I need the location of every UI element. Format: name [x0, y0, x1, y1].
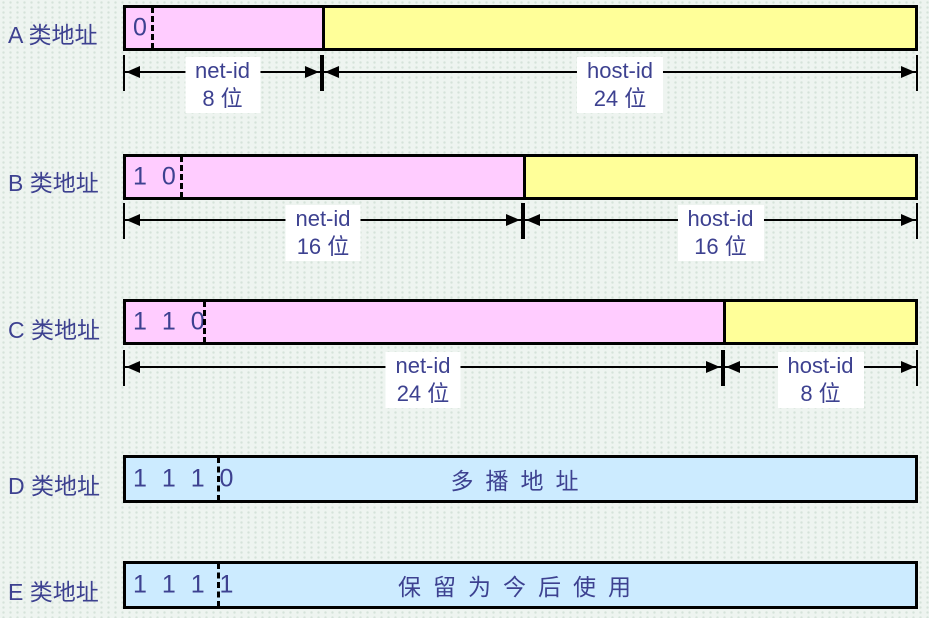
right-arrowhead-icon [901, 361, 915, 373]
measure-tick [723, 350, 725, 386]
class-c-netid-segment: 1 1 0 [126, 301, 726, 343]
class-d-body-segment: 1 1 1 0 多播地址 [126, 457, 915, 501]
left-arrowhead-icon [126, 361, 140, 373]
segment-bits: 16 位 [694, 234, 747, 259]
class-b-label: B 类地址 [8, 170, 99, 196]
class-c-netid-measure-label: net-id 24 位 [385, 352, 461, 408]
measure-tick [123, 203, 125, 239]
class-e-label: E 类地址 [8, 579, 99, 605]
segment-name: host-id [586, 58, 654, 83]
class-c-address-bar: 1 1 0 [123, 299, 918, 345]
measure-tick [322, 55, 324, 91]
left-arrowhead-icon [526, 214, 540, 226]
segment-name: host-id [687, 206, 754, 231]
class-b-hostid-segment [526, 157, 915, 197]
measure-tick [523, 203, 525, 239]
class-c-hostid-measure: host-id 8 位 [723, 350, 918, 408]
segment-name: net-id [295, 206, 351, 231]
class-a-netid-segment: 0 [126, 7, 325, 49]
measure-tick [916, 203, 918, 239]
left-arrowhead-icon [325, 66, 339, 78]
left-arrowhead-icon [726, 361, 740, 373]
right-arrowhead-icon [901, 214, 915, 226]
class-a-hostid-measure-label: host-id 24 位 [576, 57, 664, 113]
measure-tick [123, 350, 125, 386]
class-b-prefix-bits: 1 0 [133, 162, 180, 191]
class-b-netid-measure-label: net-id 16 位 [285, 205, 361, 261]
right-arrowhead-icon [506, 214, 520, 226]
class-e-prefix-bits: 1 1 1 1 [133, 570, 238, 599]
class-c-prefix-bits: 1 1 0 [133, 307, 209, 336]
class-b-netid-segment: 1 0 [126, 156, 526, 198]
segment-bits: 24 位 [396, 381, 450, 406]
segment-bits: 24 位 [593, 86, 647, 111]
class-e-address-bar: 1 1 1 1 保留为今后使用 [123, 561, 918, 609]
measure-tick [721, 350, 723, 386]
class-a-prefix-bits: 0 [133, 13, 151, 42]
measure-tick [521, 203, 523, 239]
class-a-hostid-segment [325, 8, 915, 48]
class-b-address-bar: 1 0 [123, 154, 918, 200]
class-b-hostid-measure-label: host-id 16 位 [677, 205, 764, 261]
class-a-label: A 类地址 [8, 22, 98, 48]
class-a-netid-measure: net-id 8 位 [123, 55, 322, 113]
right-arrowhead-icon [706, 361, 720, 373]
class-c-prefix-dashed-line [203, 301, 206, 343]
segment-bits: 16 位 [296, 234, 350, 259]
class-a-netid-measure-label: net-id 8 位 [184, 57, 261, 113]
class-a-prefix-dashed-line [151, 7, 154, 49]
class-d-description: 多播地址 [450, 468, 591, 494]
class-b-netid-measure: net-id 16 位 [123, 203, 523, 261]
segment-name: net-id [395, 353, 451, 378]
class-e-prefix-dashed-line [217, 563, 220, 607]
class-d-address-bar: 1 1 1 0 多播地址 [123, 455, 918, 503]
class-c-hostid-segment [726, 302, 915, 342]
left-arrowhead-icon [126, 214, 140, 226]
class-d-prefix-dashed-line [217, 457, 220, 501]
class-d-prefix-bits: 1 1 1 0 [133, 464, 238, 493]
right-arrowhead-icon [305, 66, 319, 78]
class-c-label: C 类地址 [8, 317, 100, 343]
measure-tick [916, 55, 918, 91]
right-arrowhead-icon [901, 66, 915, 78]
class-b-prefix-dashed-line [180, 156, 183, 198]
segment-name: net-id [194, 58, 251, 83]
class-b-hostid-measure: host-id 16 位 [523, 203, 918, 261]
segment-bits: 8 位 [800, 381, 841, 406]
left-arrowhead-icon [126, 66, 140, 78]
class-e-description: 保留为今后使用 [398, 574, 643, 600]
class-d-label: D 类地址 [8, 473, 100, 499]
class-c-netid-measure: net-id 24 位 [123, 350, 723, 408]
class-a-address-bar: 0 [123, 5, 918, 51]
measure-tick [916, 350, 918, 386]
segment-bits: 8 位 [202, 86, 243, 111]
segment-name: host-id [787, 353, 854, 378]
class-a-hostid-measure: host-id 24 位 [322, 55, 918, 113]
class-c-hostid-measure-label: host-id 8 位 [777, 352, 864, 408]
class-e-body-segment: 1 1 1 1 保留为今后使用 [126, 563, 915, 607]
measure-tick [123, 55, 125, 91]
measure-tick [320, 55, 322, 91]
